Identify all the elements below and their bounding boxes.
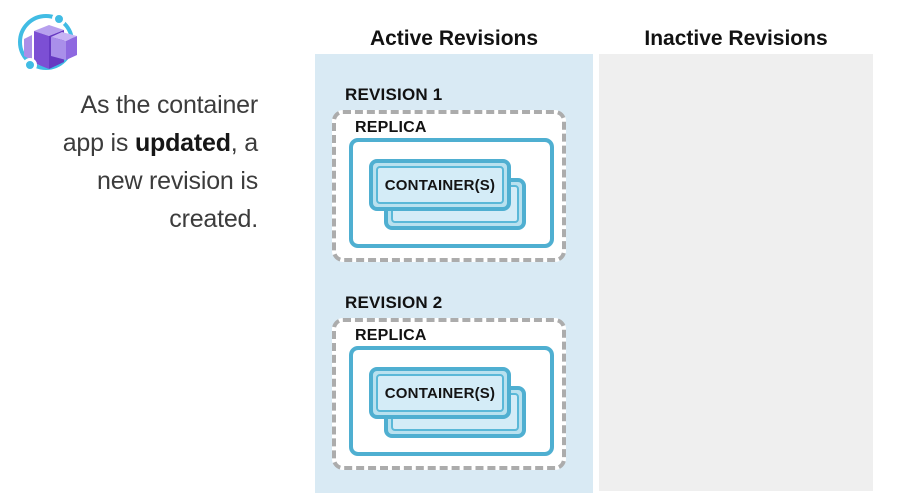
revision-1-container-card-front: CONTAINER(S)	[369, 159, 511, 211]
container-apps-logo-svg	[18, 12, 77, 72]
inactive-revisions-header: Inactive Revisions	[644, 27, 828, 50]
intro-highlight-updated: updated	[134, 129, 231, 157]
revision-1-boundary: REPLICA CONTAINER(S)	[332, 110, 566, 262]
active-revisions-header: Active Revisions	[369, 27, 539, 50]
revision-2-label: REVISION 2	[345, 293, 443, 312]
azure-container-apps-icon	[16, 8, 84, 76]
revision-2-container-card-front: CONTAINER(S)	[369, 367, 511, 419]
revision-2-boundary: REPLICA CONTAINER(S)	[332, 318, 566, 470]
revision-2-container-label: CONTAINER(S)	[376, 374, 504, 412]
revision-1-block: REVISION 1 REPLICA CONTAINER(S)	[315, 85, 593, 263]
active-revisions-panel: REVISION 1 REPLICA CONTAINER(S) REVISION…	[315, 54, 593, 493]
revision-1-container-label: CONTAINER(S)	[376, 166, 504, 204]
inactive-revisions-panel	[599, 54, 873, 491]
intro-line1: As the container	[80, 91, 259, 119]
revision-2-replica-box: CONTAINER(S)	[349, 346, 554, 456]
revision-1-label: REVISION 1	[345, 85, 443, 104]
revision-2-replica-label: REPLICA	[355, 327, 427, 344]
revision-1-replica-box: CONTAINER(S)	[349, 138, 554, 248]
revision-1-replica-label: REPLICA	[355, 119, 427, 136]
intro-text: As the container app is updated, a new r…	[40, 86, 258, 238]
intro-line3: new revision is	[97, 167, 258, 195]
intro-line2-pre: app is	[62, 129, 135, 157]
intro-line2-post: , a	[230, 129, 258, 157]
intro-line4: created.	[169, 205, 258, 233]
revision-2-block: REVISION 2 REPLICA CONTAINER(S)	[315, 293, 593, 471]
